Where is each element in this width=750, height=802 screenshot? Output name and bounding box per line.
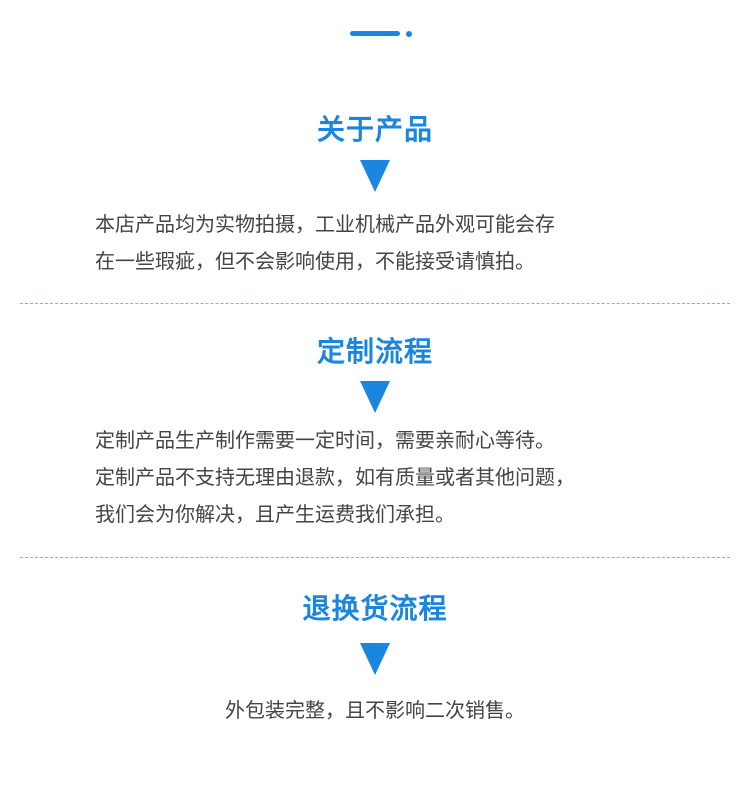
down-arrow-icon — [360, 381, 390, 413]
section-body-about-product: 本店产品均为实物拍摄，工业机械产品外观可能会存 在一些瑕疵，但不会影响使用，不能… — [95, 206, 555, 280]
body-line: 在一些瑕疵，但不会影响使用，不能接受请慎拍。 — [95, 249, 535, 273]
down-arrow-icon — [360, 160, 390, 192]
section-title-custom-process: 定制流程 — [316, 335, 433, 368]
section-body-custom-process: 定制产品生产制作需要一定时间，需要亲耐心等待。 定制产品不支持无理由退款，如有质… — [95, 422, 575, 533]
down-arrow-icon — [360, 643, 390, 675]
body-line: 我们会为你解决，且产生运费我们承担。 — [95, 502, 455, 526]
dashed-divider — [20, 557, 730, 558]
decoration-dot — [406, 31, 412, 37]
dashed-divider — [20, 303, 730, 304]
section-title-about-product: 关于产品 — [316, 113, 433, 146]
decoration-bar — [350, 31, 400, 36]
body-line: 本店产品均为实物拍摄，工业机械产品外观可能会存 — [95, 212, 555, 236]
section-title-return-process: 退换货流程 — [302, 592, 448, 625]
body-line: 定制产品生产制作需要一定时间，需要亲耐心等待。 — [95, 428, 555, 452]
body-line: 外包装完整，且不影响二次销售。 — [225, 698, 525, 722]
body-line: 定制产品不支持无理由退款，如有质量或者其他问题， — [95, 465, 575, 489]
section-body-return-process: 外包装完整，且不影响二次销售。 — [0, 692, 750, 729]
header-decoration — [350, 28, 420, 40]
